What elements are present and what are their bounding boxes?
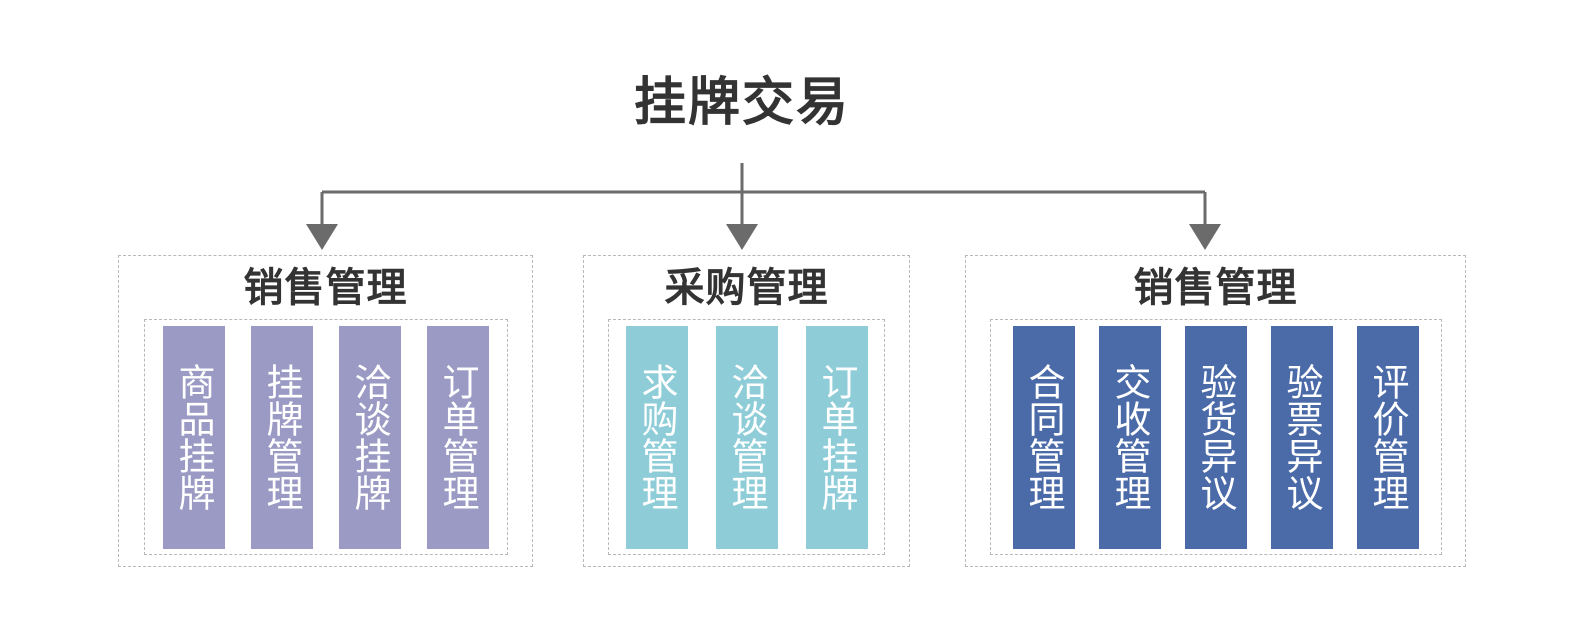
group-title: 采购管理 — [664, 266, 829, 310]
group-sales-management[interactable]: 销售管理 商品挂牌 挂牌管理 洽谈挂牌 订单管理 — [118, 255, 533, 567]
group-title: 销售管理 — [1133, 266, 1298, 310]
group-settlement-management[interactable]: 销售管理 合同管理 交收管理 验货异议 验票异议 评价管理 — [965, 255, 1466, 567]
page-title: 挂牌交易 — [633, 74, 850, 132]
item-chip[interactable]: 求购管理 — [625, 325, 688, 549]
item-chip[interactable]: 订单管理 — [426, 325, 489, 549]
item-chip[interactable]: 评价管理 — [1356, 325, 1419, 549]
item-chip[interactable]: 验货异议 — [1184, 325, 1247, 549]
item-chip[interactable]: 洽谈挂牌 — [338, 325, 401, 549]
group-container: 销售管理 商品挂牌 挂牌管理 洽谈挂牌 订单管理 采购管理 求购管理 洽谈管理 … — [118, 255, 1466, 567]
item-chip[interactable]: 洽谈管理 — [715, 325, 778, 549]
item-chip[interactable]: 挂牌管理 — [250, 325, 313, 549]
group-items-frame: 合同管理 交收管理 验货异议 验票异议 评价管理 — [989, 319, 1442, 555]
group-title: 销售管理 — [243, 266, 408, 310]
arrowhead-right-icon — [1189, 224, 1221, 250]
item-chip[interactable]: 交收管理 — [1098, 325, 1161, 549]
item-chip[interactable]: 验票异议 — [1270, 325, 1333, 549]
item-chip[interactable]: 订单挂牌 — [805, 325, 868, 549]
group-items-frame: 求购管理 洽谈管理 订单挂牌 — [608, 319, 885, 555]
arrowhead-left-icon — [306, 224, 338, 250]
item-chip[interactable]: 商品挂牌 — [162, 325, 225, 549]
group-items-frame: 商品挂牌 挂牌管理 洽谈挂牌 订单管理 — [143, 319, 508, 555]
item-chip[interactable]: 合同管理 — [1012, 325, 1075, 549]
arrowhead-center-icon — [726, 224, 758, 250]
group-purchase-management[interactable]: 采购管理 求购管理 洽谈管理 订单挂牌 — [583, 255, 910, 567]
